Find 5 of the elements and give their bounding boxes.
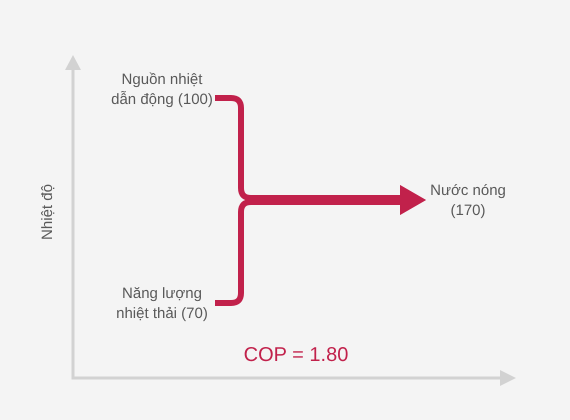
axis-title: Nhiệt độ: [39, 184, 57, 240]
source-label: Nguồn nhiệt dẫn động (100): [110, 70, 214, 110]
source-label: Năng lượng nhiệt thải (70): [115, 284, 209, 324]
cop-value: COP = 1.80: [244, 343, 348, 367]
output-label: Nước nóng (170): [429, 181, 507, 221]
